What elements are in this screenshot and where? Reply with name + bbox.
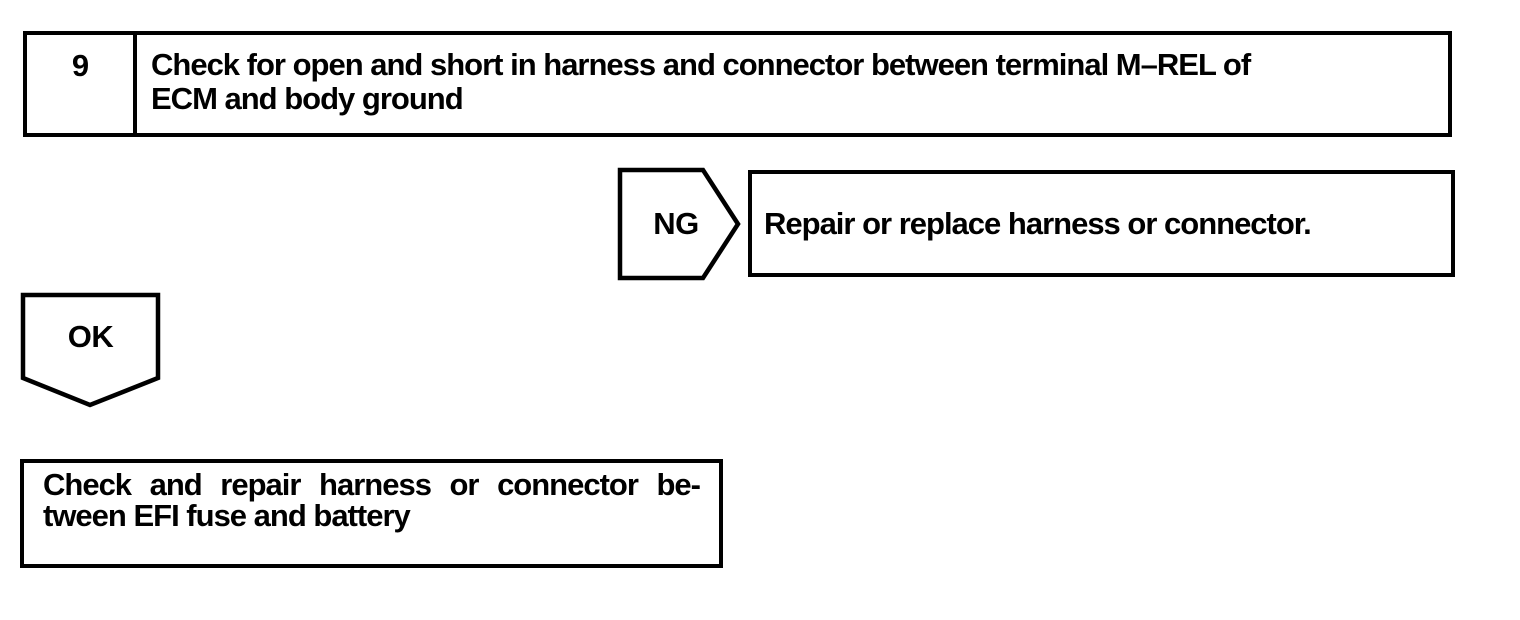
ok-action-box: Check and repair harness or connector be… (20, 459, 723, 568)
step-instruction-line-1: Check for open and short in harness and … (151, 47, 1251, 82)
step-number: 9 (71, 48, 89, 83)
ng-branch-label: NG (653, 206, 699, 241)
step-instruction-box: 9 Check for open and short in harness an… (23, 31, 1452, 137)
step-instruction-line-2: ECM and body ground (151, 81, 464, 116)
ok-branch-pentagon-icon (20, 292, 161, 408)
ng-branch-pentagon-icon (617, 167, 741, 281)
ok-branch-label: OK (67, 318, 114, 354)
ok-action-line-1: Check and repair harness or connector be… (43, 467, 701, 502)
ng-action-box: Repair or replace harness or connector. (748, 170, 1455, 277)
step-number-cell: 9 (27, 35, 137, 133)
step-instruction-text: Check for open and short in harness and … (137, 35, 1448, 133)
ng-action-text: Repair or replace harness or connector. (764, 205, 1312, 241)
ok-action-line-2: tween EFI fuse and battery (43, 498, 411, 533)
